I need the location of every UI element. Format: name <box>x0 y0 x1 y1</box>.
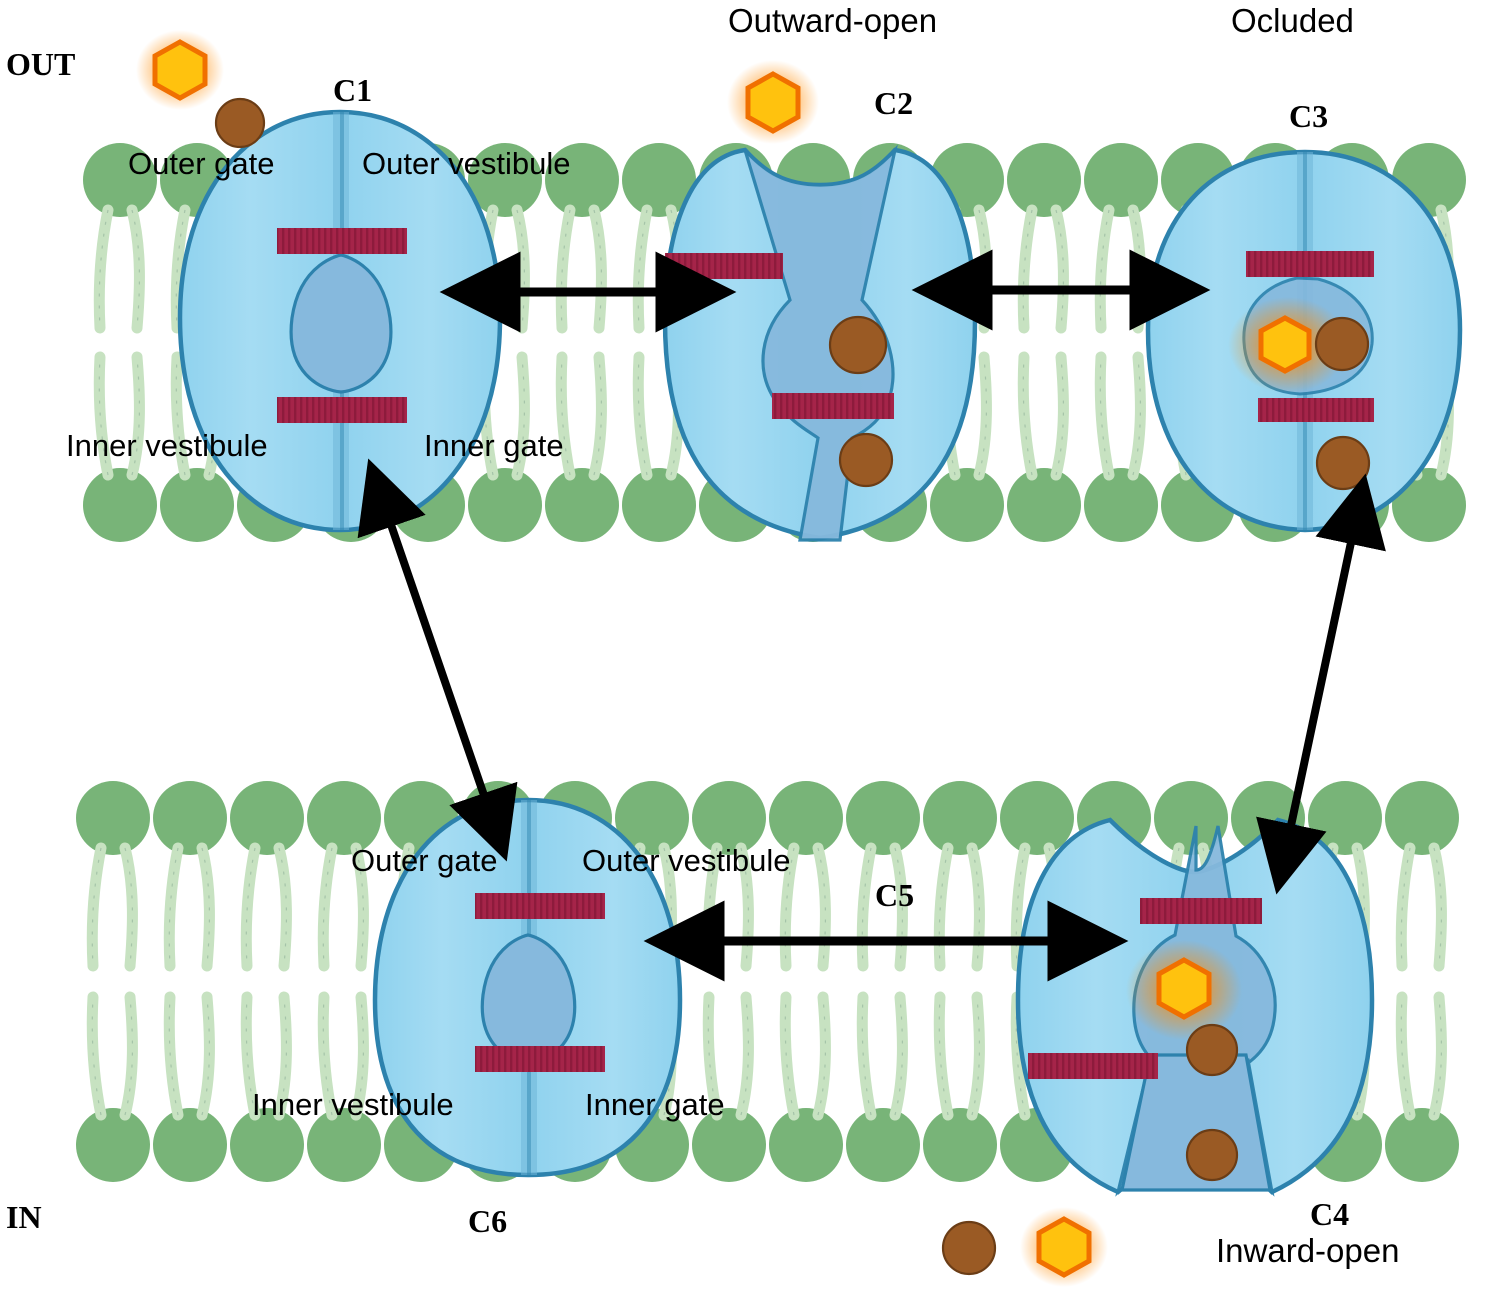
label-c6-outer-gate: Outer gate <box>351 843 498 878</box>
transporter-c3[interactable] <box>1145 149 1463 533</box>
arrow-c1-c6 <box>357 458 518 862</box>
free-substrate-top-left <box>136 30 224 110</box>
transporter-c6[interactable] <box>372 797 683 1178</box>
inner-gate-bar-c3 <box>1258 398 1374 422</box>
inner-gate-bar-c2 <box>772 393 894 419</box>
label-out: OUT <box>6 46 76 82</box>
label-outward-open: Outward-open <box>728 2 938 39</box>
ion-c4-upper <box>1185 1023 1239 1077</box>
released-substrate-bottom <box>1020 1207 1108 1287</box>
label-in: IN <box>6 1199 42 1235</box>
inner-gate-bar-c1 <box>277 397 407 423</box>
label-c1-inner-gate: Inner gate <box>424 428 564 463</box>
transporter-c4[interactable] <box>1015 817 1375 1197</box>
label-c4: C4 <box>1310 1196 1350 1232</box>
ion-c2-lower <box>838 432 894 488</box>
label-c1-inner-vestibule: Inner vestibule <box>66 428 268 463</box>
substrate-hexagon-c4 <box>1156 957 1212 1020</box>
label-c1-outer-gate: Outer gate <box>128 146 275 181</box>
label-c6: C6 <box>468 1203 508 1239</box>
label-c3: C3 <box>1289 98 1329 134</box>
outer-gate-bar-c3 <box>1246 251 1374 277</box>
transporter-c2[interactable] <box>662 144 978 542</box>
label-c6-inner-gate: Inner gate <box>585 1087 725 1122</box>
ion-c3-lower <box>1315 435 1371 491</box>
label-occluded: Ocluded <box>1231 2 1354 39</box>
ion-c3-upper <box>1314 316 1370 372</box>
label-c1: C1 <box>333 72 373 108</box>
inner-gate-bar-c4 <box>1028 1053 1158 1079</box>
label-c1-outer-vestibule: Outer vestibule <box>362 146 571 181</box>
ion-c4-lower <box>1185 1128 1239 1182</box>
outer-gate-bar-c6 <box>475 893 605 919</box>
label-c6-inner-vestibule: Inner vestibule <box>252 1087 454 1122</box>
label-c5: C5 <box>875 877 915 913</box>
released-ion-bottom <box>941 1220 997 1276</box>
label-c6-outer-vestibule: Outer vestibule <box>582 843 791 878</box>
free-substrate-above-c2 <box>727 60 819 144</box>
arrow-c3-c4 <box>1256 473 1386 895</box>
free-ion-top-left <box>214 97 266 149</box>
transporter-c1[interactable] <box>177 109 503 533</box>
outer-gate-bar-c4 <box>1140 898 1262 924</box>
label-c2: C2 <box>874 85 914 121</box>
inner-gate-bar-c6 <box>475 1046 605 1072</box>
label-inward-open: Inward-open <box>1216 1232 1400 1269</box>
ion-c2-upper <box>828 315 888 375</box>
substrate-hexagon-c3 <box>1258 315 1312 374</box>
outer-gate-bar-c2 <box>665 253 783 279</box>
outer-gate-bar-c1 <box>277 228 407 254</box>
